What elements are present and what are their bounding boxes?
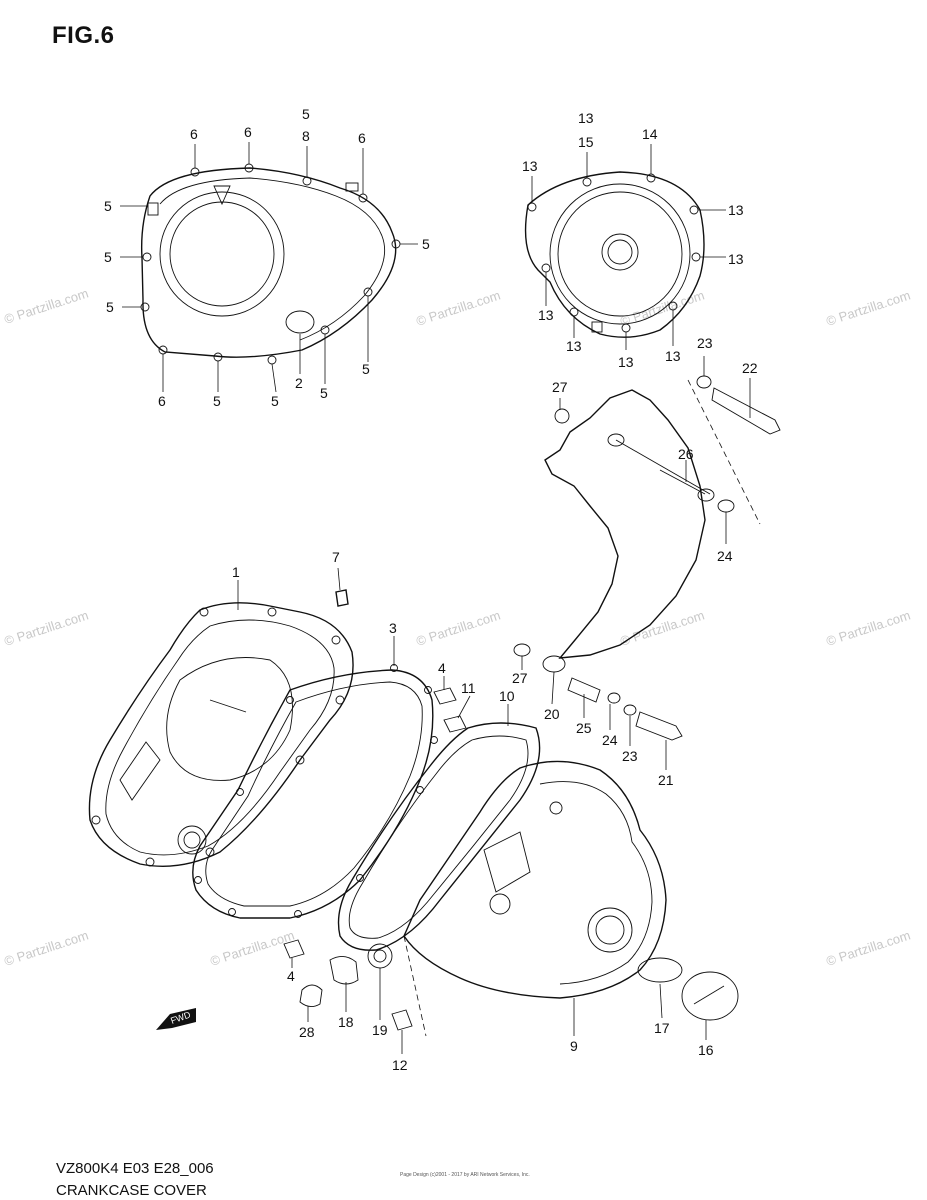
clutch-cover-outline [140,163,401,365]
part-7-bolt [335,589,349,607]
callout: 20 [544,706,560,722]
model-code: VZ800K4 E03 E28_006 [56,1160,214,1177]
watermark: © Partzilla.com [2,928,90,969]
callout: 13 [728,202,744,218]
callout: 10 [499,688,515,704]
watermark: © Partzilla.com [2,286,90,327]
callout: 22 [742,360,758,376]
callout: 24 [602,732,618,748]
callout: 5 [271,393,279,409]
callout: 5 [106,299,114,315]
callout: 9 [570,1038,578,1054]
callout: 14 [642,126,658,142]
crankcase-cover-left [88,602,354,867]
callout: 26 [678,446,694,462]
callout: 5 [213,393,221,409]
callout: 7 [332,549,340,565]
callout: 13 [665,348,681,364]
callout: 5 [104,198,112,214]
callout: 6 [158,393,166,409]
callout: 5 [422,236,430,252]
callout: 6 [190,126,198,142]
watermark: © Partzilla.com [824,928,912,969]
callout: 13 [728,251,744,267]
gasket-part-10 [337,722,541,951]
callout: 15 [578,134,594,150]
callout: 19 [372,1022,388,1038]
callout: 23 [697,335,713,351]
callout: 5 [362,361,370,377]
callout: 24 [717,548,733,564]
callout: 8 [302,128,310,144]
callout: 25 [576,720,592,736]
callout: 16 [698,1042,714,1058]
callout: 27 [512,670,528,686]
callout: 5 [302,106,310,122]
watermark: © Partzilla.com [208,928,296,969]
callout: 11 [461,680,476,696]
callout: 23 [622,748,638,764]
watermark: © Partzilla.com [414,288,502,329]
callout: 2 [295,375,303,391]
watermark: © Partzilla.com [414,608,502,649]
callout: 13 [566,338,582,354]
watermark: © Partzilla.com [824,608,912,649]
small-parts [299,643,683,1007]
callout: 13 [538,307,554,323]
sprocket-cover [544,375,781,659]
generator-cover-main [403,760,739,1021]
figure-title: FIG.6 [52,22,115,49]
callout-numbers: 6 6 5 8 6 5 5 5 5 6 5 5 2 5 5 13 15 14 1… [104,106,758,1073]
generator-cover-outline [524,171,705,338]
gasket-part-3 [192,664,438,919]
forward-direction-arrow: FWD [156,1008,196,1030]
callout: 3 [389,620,397,636]
callout: 17 [654,1020,670,1036]
leader-lines [120,142,751,1054]
dowel-pins [283,687,467,1031]
callout: 27 [552,379,568,395]
watermark: © Partzilla.com [2,608,90,649]
callout: 21 [658,772,674,788]
callout: 5 [104,249,112,265]
callout: 4 [287,968,295,984]
callout: 1 [232,564,240,580]
watermark: © Partzilla.com [618,608,706,649]
callout: 13 [578,110,594,126]
watermark: © Partzilla.com [824,288,912,329]
callout: 18 [338,1014,354,1030]
callout: 12 [392,1057,408,1073]
callout: 13 [618,354,634,370]
callout: 6 [244,124,252,140]
copyright-fine-print: Page Design (c)2001 - 2017 by ARI Networ… [400,1172,530,1178]
callout: 5 [320,385,328,401]
diagram-title: CRANKCASE COVER [56,1182,207,1199]
callout: 28 [299,1024,315,1040]
callout: 13 [522,158,538,174]
callout: 6 [358,130,366,146]
callout: 4 [438,660,446,676]
